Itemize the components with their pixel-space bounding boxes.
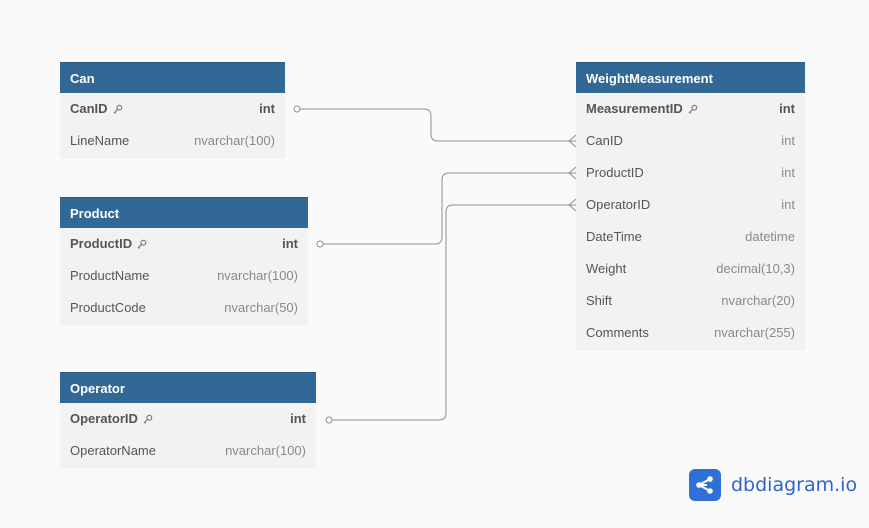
- field-row[interactable]: Comments nvarchar(255): [576, 317, 805, 349]
- key-icon: [112, 104, 123, 115]
- crowfoot-productid: [568, 166, 577, 180]
- table-can[interactable]: Can CanID int LineName nvarchar(100): [60, 62, 285, 157]
- field-type: nvarchar(255): [714, 325, 795, 340]
- key-icon: [142, 414, 153, 425]
- field-row[interactable]: Shift nvarchar(20): [576, 285, 805, 317]
- one-end-operator: [325, 416, 333, 424]
- field-type: int: [259, 101, 275, 116]
- field-row[interactable]: ProductName nvarchar(100): [60, 260, 308, 292]
- field-type: nvarchar(100): [225, 443, 306, 458]
- brand-logo[interactable]: dbdiagram.io: [689, 469, 857, 501]
- field-row[interactable]: OperatorID int: [60, 403, 316, 435]
- field-row[interactable]: ProductCode nvarchar(50): [60, 292, 308, 324]
- field-type: int: [779, 101, 795, 116]
- crowfoot-canid: [568, 134, 577, 148]
- relationship-can-weight: [297, 108, 576, 142]
- field-row[interactable]: ProductID int: [60, 228, 308, 260]
- field-type: int: [290, 411, 306, 426]
- field-type: int: [781, 133, 795, 148]
- field-name: OperatorID: [586, 197, 651, 212]
- field-type: datetime: [745, 229, 795, 244]
- field-row[interactable]: OperatorName nvarchar(100): [60, 435, 316, 467]
- field-name: CanID: [70, 101, 108, 116]
- field-row[interactable]: Weight decimal(10,3): [576, 253, 805, 285]
- field-name: CanID: [586, 133, 623, 148]
- table-header[interactable]: Can: [60, 62, 285, 93]
- field-row[interactable]: CanID int: [60, 93, 285, 125]
- crowfoot-operatorid: [568, 198, 577, 212]
- field-type: nvarchar(100): [217, 268, 298, 283]
- table-product[interactable]: Product ProductID int ProductName nvarch…: [60, 197, 308, 324]
- field-row[interactable]: LineName nvarchar(100): [60, 125, 285, 157]
- field-name: ProductID: [586, 165, 644, 180]
- relationship-product-weight: [320, 172, 576, 245]
- field-type: int: [282, 236, 298, 251]
- field-row[interactable]: OperatorID int: [576, 189, 805, 221]
- field-name: Weight: [586, 261, 627, 276]
- field-name: DateTime: [586, 229, 642, 244]
- field-type: nvarchar(20): [721, 293, 795, 308]
- table-operator[interactable]: Operator OperatorID int OperatorName nva…: [60, 372, 316, 467]
- field-name: OperatorName: [70, 443, 156, 458]
- field-name: LineName: [70, 133, 130, 148]
- field-row[interactable]: DateTime datetime: [576, 221, 805, 253]
- relationship-operator-weight: [329, 204, 576, 421]
- table-header[interactable]: Product: [60, 197, 308, 228]
- field-row[interactable]: MeasurementID int: [576, 93, 805, 125]
- one-end-can: [293, 105, 301, 113]
- field-row[interactable]: ProductID int: [576, 157, 805, 189]
- one-end-product: [316, 240, 324, 248]
- field-name: MeasurementID: [586, 101, 683, 116]
- field-type: int: [781, 165, 795, 180]
- field-type: int: [781, 197, 795, 212]
- field-name: OperatorID: [70, 411, 138, 426]
- field-type: decimal(10,3): [716, 261, 795, 276]
- table-weightmeasurement[interactable]: WeightMeasurement MeasurementID int CanI…: [576, 62, 805, 349]
- key-icon: [136, 239, 147, 250]
- brand-name: dbdiagram.io: [731, 474, 858, 496]
- field-name: ProductName: [70, 268, 150, 283]
- field-name: ProductID: [70, 236, 133, 251]
- field-row[interactable]: CanID int: [576, 125, 805, 157]
- field-type: nvarchar(50): [224, 300, 298, 315]
- table-header[interactable]: WeightMeasurement: [576, 62, 805, 93]
- table-header[interactable]: Operator: [60, 372, 316, 403]
- field-type: nvarchar(100): [194, 133, 275, 148]
- field-name: ProductCode: [70, 300, 146, 315]
- field-name: Shift: [586, 293, 613, 308]
- field-name: Comments: [586, 325, 649, 340]
- share-nodes-icon: [689, 469, 721, 501]
- key-icon: [687, 104, 698, 115]
